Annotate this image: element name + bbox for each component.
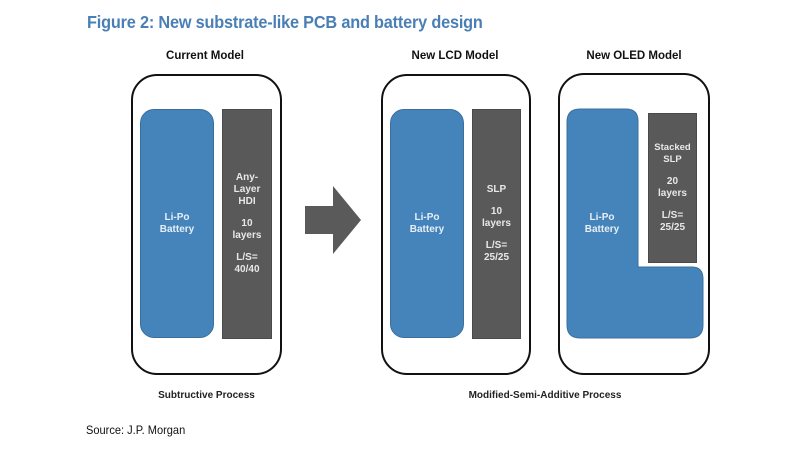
pcb-ls-label: L/S= — [661, 210, 684, 221]
pcb-layers-unit: layers — [232, 230, 262, 241]
battery-label-line2: Battery — [159, 223, 195, 235]
battery-current: Li-Po Battery — [140, 109, 214, 338]
figure-title: Figure 2: New substrate-like PCB and bat… — [87, 12, 483, 32]
pcb-type-line: Stacked — [654, 142, 691, 153]
model-label-oled: New OLED Model — [586, 50, 682, 62]
pcb-ls-value: 40/40 — [234, 264, 260, 275]
process-label-subtractive: Subtructive Process — [158, 390, 255, 401]
pcb-line-space: L/S= 40/40 — [234, 252, 259, 276]
pcb-lcd: SLP 10 layers L/S= 25/25 — [472, 109, 521, 339]
source-note: Source: J.P. Morgan — [86, 423, 186, 437]
arrow-shape — [305, 186, 361, 254]
pcb-layers-count: 10 — [241, 218, 253, 229]
pcb-line-space: L/S= 25/25 — [660, 210, 685, 234]
pcb-type: SLP — [487, 184, 506, 196]
battery-oled-shape — [566, 108, 704, 339]
pcb-ls-value: 25/25 — [659, 222, 686, 233]
pcb-layers: 10 layers — [482, 206, 511, 230]
pcb-type-line: SLP — [663, 154, 682, 165]
pcb-ls-label: L/S= — [485, 240, 508, 251]
battery-label-line2: Battery — [409, 223, 445, 235]
pcb-oled: Stacked SLP 20 layers L/S= 25/25 — [648, 113, 697, 263]
pcb-layers-unit: layers — [658, 188, 687, 199]
pcb-type-line: Any- — [235, 172, 259, 183]
pcb-layers-count: 20 — [666, 176, 679, 187]
model-label-current: Current Model — [166, 50, 244, 62]
process-label-msap: Modified-Semi-Additive Process — [468, 390, 622, 401]
battery-oled-label: Li-Po Battery — [566, 212, 638, 236]
model-label-lcd: New LCD Model — [411, 50, 499, 62]
battery-label-line1: Li-Po — [589, 212, 615, 223]
battery-label-line1: Li-Po — [164, 211, 190, 223]
pcb-ls-label: L/S= — [236, 252, 258, 263]
battery-oled-l-shape — [566, 108, 704, 339]
pcb-current: Any- Layer HDI 10 layers L/S= 40/40 — [222, 109, 272, 339]
pcb-type-line: SLP — [486, 184, 507, 195]
pcb-line-space: L/S= 25/25 — [484, 240, 509, 264]
pcb-type-line: Layer — [233, 184, 261, 195]
pcb-layers-unit: layers — [482, 218, 511, 229]
battery-lcd: Li-Po Battery — [390, 109, 464, 338]
pcb-type-line: HDI — [238, 196, 256, 207]
pcb-type: Any- Layer HDI — [234, 172, 261, 208]
pcb-layers-count: 10 — [490, 206, 503, 217]
pcb-layers: 10 layers — [233, 218, 262, 242]
pcb-layers: 20 layers — [658, 176, 687, 200]
right-arrow-icon — [305, 186, 361, 254]
battery-label-line2: Battery — [584, 224, 620, 235]
pcb-type: Stacked SLP — [654, 142, 690, 166]
battery-label-line1: Li-Po — [414, 211, 440, 223]
pcb-ls-value: 25/25 — [483, 252, 510, 263]
